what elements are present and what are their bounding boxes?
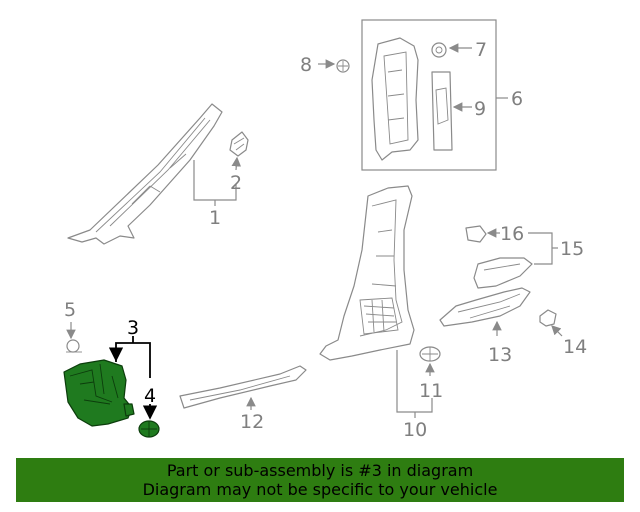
part-12-scuff-plate[interactable] [179, 365, 307, 409]
callout-2: 2 [230, 172, 242, 194]
banner-line-2: Diagram may not be specific to your vehi… [142, 480, 498, 499]
part-2-clip[interactable] [229, 131, 249, 157]
parts-diagram: 1 2 7 8 9 6 10 [63, 19, 587, 441]
callout-5: 5 [64, 299, 76, 321]
part-9-pad[interactable] [431, 71, 453, 151]
callout-7: 7 [475, 39, 487, 61]
part-13-trim[interactable] [439, 287, 531, 327]
part-4-clip-highlighted[interactable] [138, 420, 160, 438]
leader-15 [528, 232, 553, 265]
callout-15: 15 [560, 238, 584, 260]
part-16-clip[interactable] [465, 225, 487, 243]
callout-8: 8 [300, 54, 312, 76]
callout-6: 6 [511, 88, 523, 110]
part-15-pad[interactable] [473, 257, 533, 289]
part-6-upper-trim[interactable] [371, 37, 419, 161]
part-14-clip[interactable] [539, 309, 557, 327]
callout-1: 1 [209, 207, 221, 229]
part-8-clip[interactable] [336, 59, 350, 73]
callout-10: 10 [403, 419, 427, 441]
callout-13: 13 [488, 344, 512, 366]
sub-assembly-box-6 [361, 19, 497, 171]
callout-11: 11 [419, 380, 443, 402]
callout-3: 3 [127, 317, 139, 339]
part-11-clip[interactable] [419, 346, 441, 362]
info-banner: Part or sub-assembly is #3 in diagram Di… [16, 458, 624, 502]
part-5-clip[interactable] [66, 339, 82, 353]
callout-14: 14 [563, 336, 587, 358]
callout-9: 9 [474, 98, 486, 120]
callout-16: 16 [500, 223, 524, 245]
banner-line-1: Part or sub-assembly is #3 in diagram [166, 461, 474, 480]
part-3-lower-trim-highlighted[interactable] [63, 359, 135, 427]
part-7-clip[interactable] [431, 42, 447, 58]
callout-12: 12 [240, 411, 264, 433]
callout-4: 4 [144, 385, 156, 407]
part-10-pillar-lower-trim[interactable] [319, 185, 415, 361]
part-1-pillar-trim[interactable] [67, 103, 223, 245]
